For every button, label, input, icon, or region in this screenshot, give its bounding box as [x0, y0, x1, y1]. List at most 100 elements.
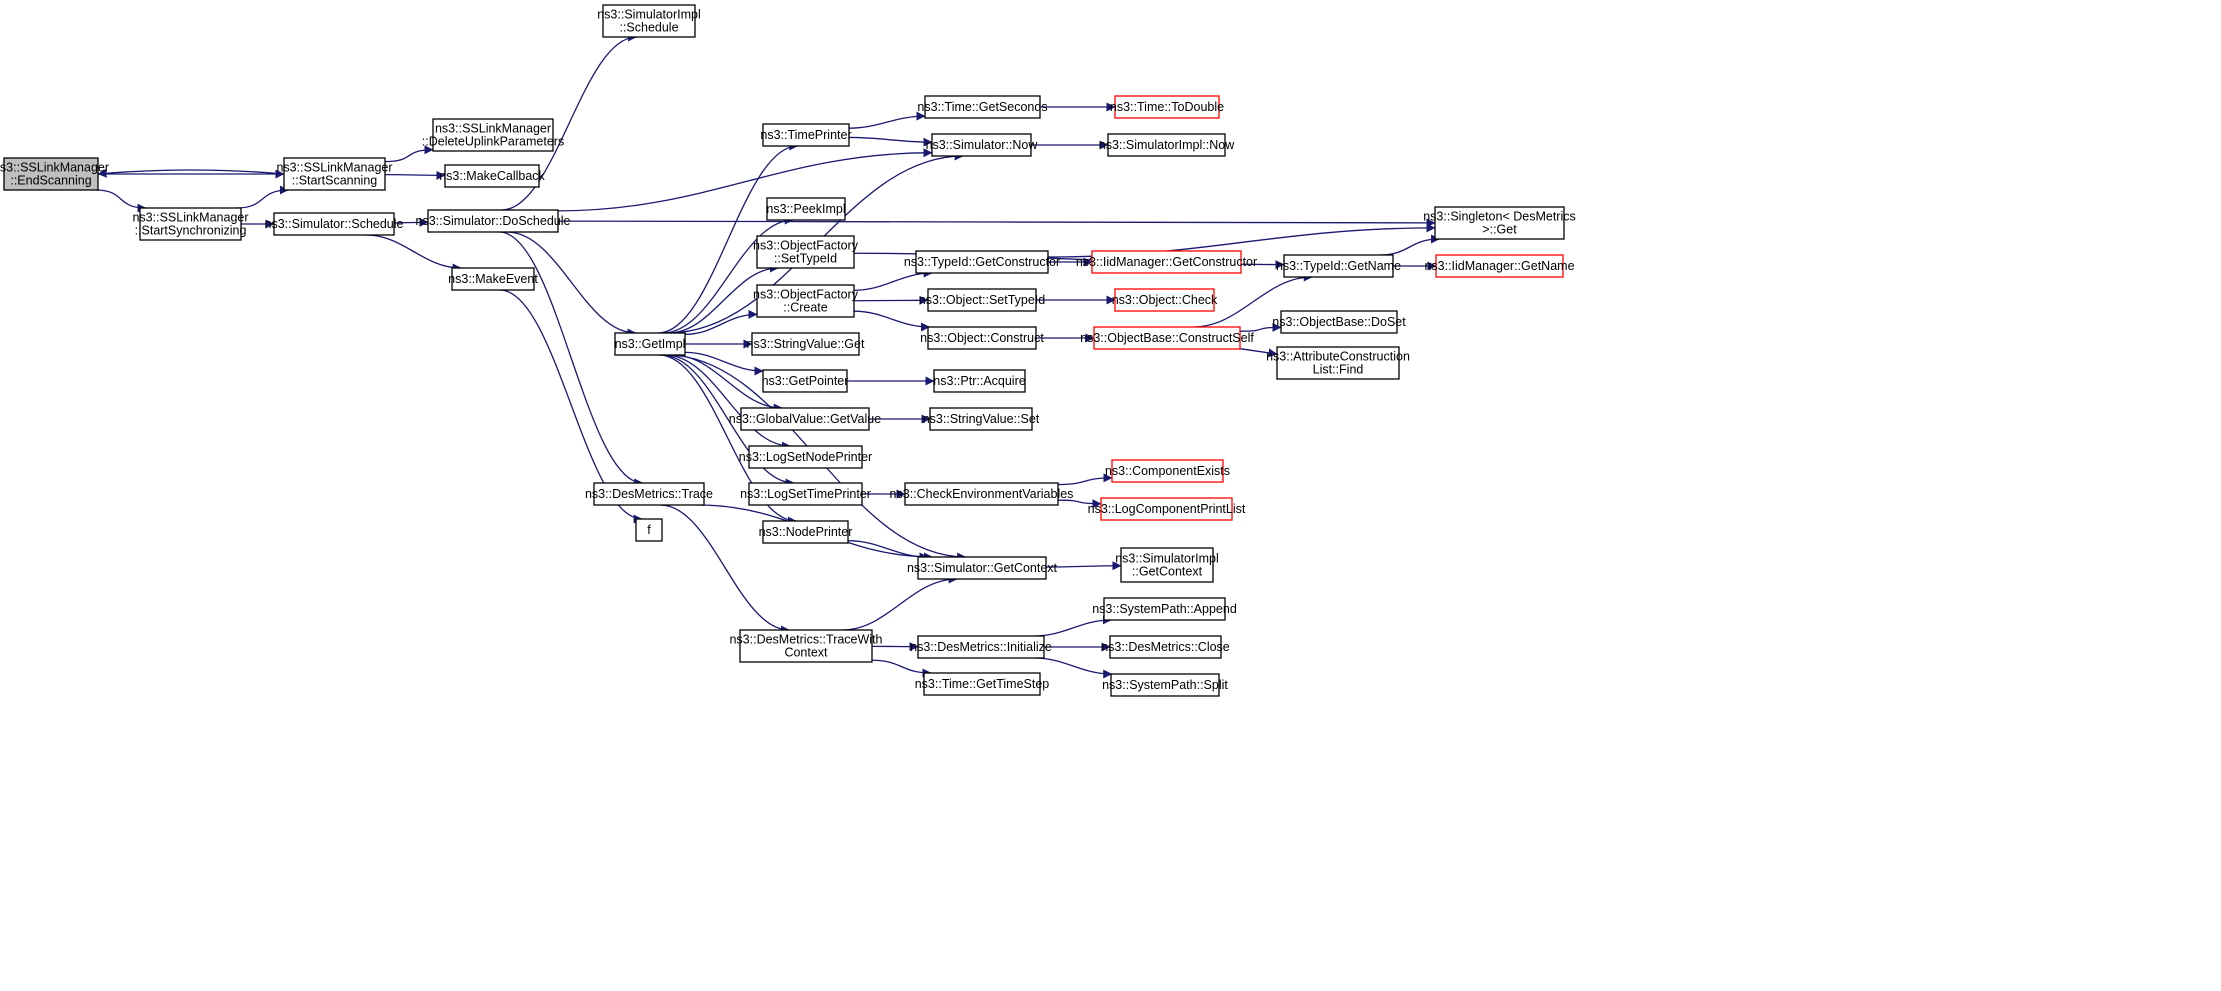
function-node[interactable]: ns3::Simulator::Now: [926, 133, 1039, 157]
node-box: [1434, 206, 1565, 240]
node-label: ns3::AttributeConstruction: [1266, 350, 1410, 364]
node-label: ns3::SSLinkManager: [132, 211, 248, 225]
function-node[interactable]: ns3::Time::GetTimeStep: [915, 672, 1050, 696]
function-node[interactable]: ns3::SSLinkManager::StartSynchronizing: [132, 207, 249, 241]
node-box: [1120, 547, 1214, 583]
node-box: [1435, 254, 1564, 278]
node-label: ns3::Object::SetTypeId: [919, 293, 1046, 307]
node-box: [593, 482, 705, 506]
node-label: ns3::PeekImpl: [766, 202, 845, 216]
function-node[interactable]: ns3::ObjectFactory::SetTypeId: [753, 235, 859, 269]
function-node[interactable]: ns3::Singleton< DesMetrics >::Get: [1423, 206, 1576, 240]
node-label: ns3::LogComponentPrintList: [1088, 502, 1246, 516]
call-edge: [1034, 615, 1112, 637]
function-node[interactable]: ns3::SSLinkManager::EndScanning: [0, 157, 109, 191]
function-node[interactable]: ns3::Simulator::GetContext: [907, 556, 1058, 580]
function-node[interactable]: ns3::SimulatorImpl::Schedule: [597, 4, 701, 38]
function-node[interactable]: ns3::Object::Construct: [920, 326, 1044, 350]
function-node[interactable]: ns3::IidManager::GetConstructor: [1076, 250, 1257, 274]
function-node[interactable]: ns3::Object::Check: [1112, 288, 1218, 312]
function-node[interactable]: ns3::StringValue::Set: [923, 407, 1040, 431]
node-box: [1276, 346, 1400, 380]
node-label: ns3::DesMetrics::Close: [1101, 640, 1230, 654]
function-node[interactable]: ns3::StringValue::Get: [747, 332, 865, 356]
call-edge: [1239, 322, 1282, 332]
node-label: ns3::Time::ToDouble: [1110, 100, 1224, 114]
function-node[interactable]: ns3::NodePrinter: [759, 520, 853, 544]
function-node[interactable]: ns3::GetImpl: [614, 332, 686, 356]
function-node[interactable]: ns3::Time::ToDouble: [1110, 95, 1224, 119]
node-label: ns3::SSLinkManager: [435, 122, 551, 136]
node-label: ns3::StringValue::Set: [923, 412, 1040, 426]
function-node[interactable]: ns3::DesMetrics::Trace: [585, 482, 713, 506]
node-box: [915, 250, 1049, 274]
function-node[interactable]: ns3::TypeId::GetName: [1276, 254, 1401, 278]
node-label: ns3::Object::Construct: [920, 331, 1044, 345]
node-label: ns3::CheckEnvironmentVariables: [890, 487, 1074, 501]
function-node[interactable]: ns3::ObjectBase::ConstructSelf: [1080, 326, 1254, 350]
function-node[interactable]: ns3::Simulator::Schedule: [265, 212, 404, 236]
node-box: [1114, 95, 1220, 119]
node-label: ns3::GetPointer: [762, 374, 849, 388]
node-label: ::StartScanning: [292, 174, 378, 188]
call-edge: [1057, 473, 1113, 486]
function-node[interactable]: ns3::TimePrinter: [760, 123, 852, 147]
function-node[interactable]: ns3::MakeEvent: [448, 267, 538, 291]
node-box: [1107, 133, 1226, 157]
node-label: ::EndScanning: [10, 174, 91, 188]
function-node[interactable]: ns3::GetPointer: [762, 369, 849, 393]
node-label: ns3::ObjectBase::DoSet: [1272, 315, 1406, 329]
function-node[interactable]: ns3::SimulatorImpl::Now: [1099, 133, 1235, 157]
node-box: [432, 118, 554, 152]
function-node[interactable]: ns3::MakeCallback: [439, 164, 546, 188]
function-node[interactable]: ns3::Time::GetSeconds: [917, 95, 1048, 119]
function-node[interactable]: ns3::TypeId::GetConstructor: [904, 250, 1060, 274]
node-box: [748, 445, 863, 469]
node-label: ns3::TypeId::GetName: [1276, 259, 1401, 273]
function-node[interactable]: ns3::GlobalValue::GetValue: [729, 407, 881, 431]
function-node[interactable]: ns3::PeekImpl: [766, 197, 846, 221]
call-edge: [848, 111, 926, 129]
node-label: ::DeleteUplinkParameters: [422, 135, 564, 149]
function-node[interactable]: ns3::SystemPath::Split: [1102, 673, 1228, 697]
node-layer: ns3::SSLinkManager::EndScanningns3::SSLi…: [0, 4, 1576, 697]
function-node[interactable]: ns3::SystemPath::Append: [1092, 597, 1237, 621]
node-box: [740, 407, 870, 431]
function-node[interactable]: ns3::IidManager::GetName: [1424, 254, 1575, 278]
call-edge: [684, 309, 758, 335]
function-node[interactable]: ns3::Simulator::DoSchedule: [416, 209, 571, 233]
function-node[interactable]: ns3::ComponentExists: [1105, 459, 1230, 483]
function-node[interactable]: ns3::DesMetrics::Close: [1101, 635, 1230, 659]
node-box: [762, 123, 850, 147]
call-edge: [384, 145, 434, 163]
function-node[interactable]: ns3::SimulatorImpl::GetContext: [1115, 547, 1219, 583]
function-node[interactable]: ns3::LogComponentPrintList: [1088, 497, 1246, 521]
function-node[interactable]: ns3::Ptr::Acquire: [933, 369, 1026, 393]
function-node[interactable]: ns3::DesMetrics::Initialize: [910, 635, 1052, 659]
node-label: ns3::Object::Check: [1112, 293, 1218, 307]
node-box: [3, 157, 99, 191]
function-node[interactable]: ns3::SSLinkManager::StartScanning: [276, 157, 393, 191]
node-box: [283, 157, 386, 191]
function-node[interactable]: ns3::CheckEnvironmentVariables: [890, 482, 1074, 506]
node-label: ns3::ComponentExists: [1105, 464, 1230, 478]
function-node[interactable]: ns3::SSLinkManager::DeleteUplinkParamete…: [422, 118, 564, 152]
node-label: ns3::StringValue::Get: [747, 337, 865, 351]
node-box: [1103, 597, 1226, 621]
node-label: ns3::SimulatorImpl::Now: [1099, 138, 1235, 152]
function-node[interactable]: ns3::ObjectBase::DoSet: [1272, 310, 1406, 334]
function-node[interactable]: f: [635, 518, 663, 542]
node-box: [1110, 673, 1220, 697]
node-box: [762, 369, 848, 393]
call-edge: [95, 189, 147, 213]
node-box: [1109, 635, 1222, 659]
function-node[interactable]: ns3::LogSetTimePrinter: [740, 482, 871, 506]
node-label: ns3::SSLinkManager: [0, 161, 109, 175]
function-node[interactable]: ns3::Object::SetTypeId: [919, 288, 1046, 312]
function-node[interactable]: ns3::LogSetNodePrinter: [739, 445, 872, 469]
node-box: [931, 133, 1032, 157]
node-label: ns3::IidManager::GetConstructor: [1076, 255, 1257, 269]
function-node[interactable]: ns3::ObjectFactory::Create: [753, 284, 859, 318]
